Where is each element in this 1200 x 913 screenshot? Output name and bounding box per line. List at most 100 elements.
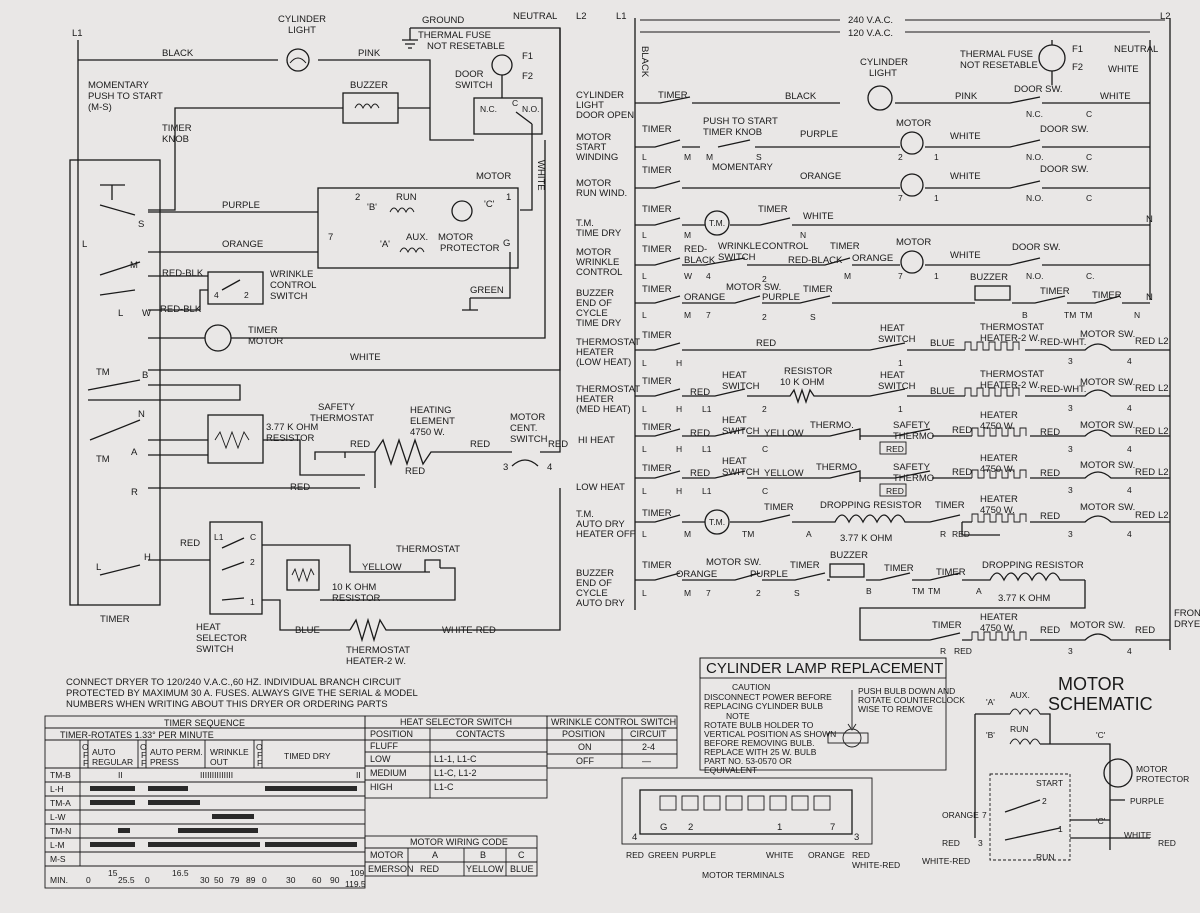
- svg-text:L: L: [642, 444, 647, 454]
- svg-text:RUN: RUN: [1036, 852, 1054, 862]
- svg-text:HEAT: HEAT: [196, 622, 221, 633]
- svg-text:WRINKLE: WRINKLE: [270, 269, 313, 280]
- svg-text:WHITE: WHITE: [1124, 830, 1152, 840]
- svg-text:TIMER: TIMER: [642, 422, 672, 433]
- wrinkle-control-switch: [207, 271, 264, 305]
- svg-text:MOTOR: MOTOR: [248, 336, 283, 347]
- svg-text:OFF: OFF: [576, 756, 594, 766]
- svg-text:M: M: [706, 152, 713, 162]
- svg-text:ROTATE BULB HOLDER TO: ROTATE BULB HOLDER TO: [704, 720, 814, 730]
- svg-text:T.M.: T.M.: [709, 218, 725, 228]
- svg-text:ORANGE: ORANGE: [852, 253, 893, 264]
- svg-text:MOTOR: MOTOR: [1136, 764, 1167, 774]
- svg-text:C: C: [512, 98, 518, 108]
- svg-text:3: 3: [503, 462, 508, 473]
- heat-selector-switch: [209, 521, 263, 615]
- svg-text:RUN: RUN: [396, 192, 417, 203]
- svg-text:4: 4: [1127, 356, 1132, 366]
- svg-text:ORANGE: ORANGE: [942, 810, 979, 820]
- svg-text:H: H: [676, 358, 682, 368]
- svg-text:AUX.: AUX.: [406, 232, 428, 243]
- svg-text:T.M.: T.M.: [709, 517, 725, 527]
- svg-text:MIN.: MIN.: [50, 875, 68, 885]
- svg-text:GREEN: GREEN: [648, 850, 678, 860]
- svg-text:RED: RED: [420, 864, 440, 874]
- svg-text:'C': 'C': [484, 199, 495, 210]
- svg-text:TM-N: TM-N: [50, 826, 71, 836]
- svg-text:HI HEAT: HI HEAT: [578, 435, 615, 446]
- svg-text:F: F: [83, 758, 88, 768]
- svg-text:AUTO DRY: AUTO DRY: [576, 519, 625, 530]
- svg-text:MOTOR WIRING CODE: MOTOR WIRING CODE: [410, 837, 508, 847]
- svg-text:R: R: [940, 646, 946, 656]
- svg-text:BUZZER: BUZZER: [350, 80, 388, 91]
- svg-text:1: 1: [250, 597, 255, 607]
- svg-text:L: L: [642, 271, 647, 281]
- svg-text:30: 30: [286, 875, 296, 885]
- svg-text:2: 2: [898, 152, 903, 162]
- svg-text:L1: L1: [702, 444, 712, 454]
- svg-text:RED: RED: [1040, 427, 1060, 438]
- svg-text:B: B: [480, 850, 486, 860]
- svg-text:MOTOR: MOTOR: [576, 178, 611, 189]
- left-l1-label: L1: [72, 28, 83, 39]
- svg-text:YELLOW: YELLOW: [362, 562, 402, 573]
- door-switch: [473, 97, 543, 135]
- svg-text:TIMER: TIMER: [642, 124, 672, 135]
- svg-text:PURPLE: PURPLE: [1130, 796, 1164, 806]
- svg-text:F2: F2: [522, 71, 533, 82]
- svg-text:DROPPING RESISTOR: DROPPING RESISTOR: [820, 500, 922, 511]
- svg-text:SWITCH: SWITCH: [196, 644, 234, 655]
- cylinder-lamp-replacement: CYLINDER LAMP REPLACEMENT CAUTION DISCON…: [699, 657, 965, 775]
- svg-text:RESISTOR: RESISTOR: [784, 366, 833, 377]
- svg-text:MOTOR SW.: MOTOR SW.: [1080, 502, 1135, 513]
- svg-text:C: C: [1086, 193, 1092, 203]
- svg-text:TM-A: TM-A: [50, 798, 71, 808]
- svg-text:S: S: [138, 219, 144, 230]
- bulb-holder-icon: [827, 690, 869, 748]
- connection-notes: CONNECT DRYER TO 120/240 V.A.C.,60 HZ. I…: [66, 677, 418, 710]
- svg-text:YELLOW: YELLOW: [764, 428, 804, 439]
- svg-text:7: 7: [830, 822, 835, 833]
- svg-text:79: 79: [230, 875, 240, 885]
- svg-text:HEAT: HEAT: [722, 370, 747, 381]
- svg-text:THERMOSTAT: THERMOSTAT: [980, 369, 1044, 380]
- svg-text:TM: TM: [1080, 310, 1092, 320]
- svg-text:TIMER: TIMER: [932, 620, 962, 631]
- svg-text:'A': 'A': [380, 239, 390, 250]
- svg-text:SWITCH: SWITCH: [878, 334, 916, 345]
- svg-text:25.5: 25.5: [118, 875, 135, 885]
- svg-text:PURPLE: PURPLE: [750, 569, 788, 580]
- rung-motor-run: TIMER MOMENTARY ORANGE WHITE DOOR SW. 7 …: [635, 162, 1150, 203]
- svg-text:MOTOR: MOTOR: [510, 412, 545, 423]
- svg-text:3: 3: [1068, 529, 1073, 539]
- svg-text:MOTOR SW.: MOTOR SW.: [1080, 460, 1135, 471]
- svg-text:HEAT: HEAT: [880, 370, 905, 381]
- svg-text:M: M: [684, 588, 691, 598]
- svg-text:HEATER: HEATER: [980, 453, 1018, 464]
- svg-text:L: L: [642, 230, 647, 240]
- svg-text:M: M: [684, 152, 691, 162]
- svg-text:4750 W.: 4750 W.: [980, 464, 1015, 475]
- svg-text:TM: TM: [1064, 310, 1076, 320]
- svg-text:3: 3: [978, 838, 983, 848]
- svg-text:PROTECTOR: PROTECTOR: [440, 243, 500, 254]
- svg-text:TIMER: TIMER: [642, 165, 672, 176]
- svg-text:RED: RED: [470, 439, 490, 450]
- svg-text:L1-C, L1-2: L1-C, L1-2: [434, 768, 477, 778]
- svg-text:L-W: L-W: [50, 812, 66, 822]
- svg-text:RED: RED: [690, 428, 710, 439]
- svg-text:R: R: [940, 529, 946, 539]
- svg-text:PINK: PINK: [955, 91, 978, 102]
- svg-text:NOTE: NOTE: [726, 711, 750, 721]
- svg-text:A: A: [131, 447, 138, 458]
- svg-text:F: F: [141, 758, 146, 768]
- ladder-schematic: L1 L2 240 V.A.C. 120 V.A.C. THERMAL FUSE…: [576, 11, 1200, 656]
- left-wiring-diagram: L1 L2 BLACK PINK CYLINDER LIGHT GROUND N…: [69, 11, 587, 667]
- svg-text:3: 3: [1068, 444, 1073, 454]
- svg-text:4: 4: [547, 462, 552, 473]
- svg-text:NOT RESETABLE: NOT RESETABLE: [960, 60, 1038, 71]
- rung-buzzer-time-dry: TIMER ORANGE MOTOR SW. PURPLE TIMER BUZZ…: [635, 272, 1150, 322]
- svg-text:3: 3: [1068, 646, 1073, 656]
